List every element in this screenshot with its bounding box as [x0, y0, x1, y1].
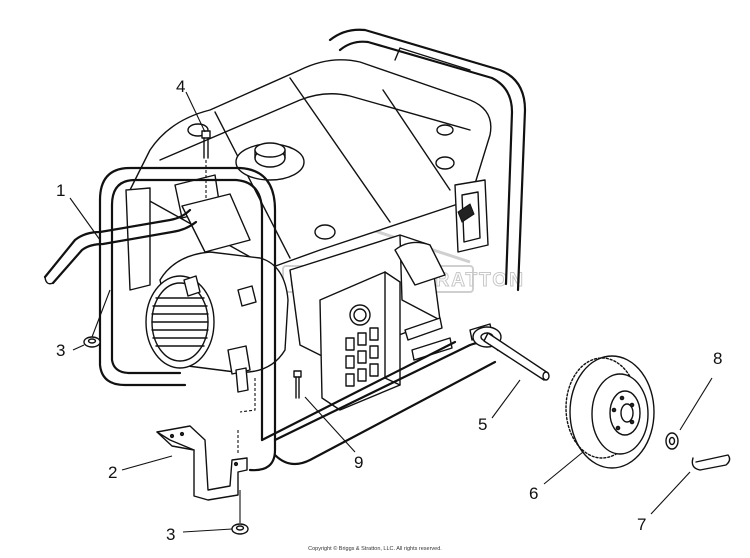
fuel-cap — [235, 142, 305, 181]
nut-part-3-lower — [231, 490, 249, 535]
bolt-part-4 — [201, 130, 211, 198]
callout-5: 5 — [478, 415, 487, 434]
callout-3-upper: 3 — [56, 341, 65, 360]
callout-labels: 1 2 3 3 4 5 6 7 8 9 — [56, 77, 722, 544]
callout-8: 8 — [713, 349, 722, 368]
callout-2: 2 — [108, 463, 117, 482]
callout-4: 4 — [176, 77, 185, 96]
callout-1: 1 — [56, 181, 65, 200]
frame-rear — [328, 28, 527, 292]
bolt-part-9 — [293, 370, 302, 399]
vent-slots — [345, 327, 379, 387]
handle — [43, 208, 198, 285]
nut-part-3-upper — [83, 289, 111, 348]
leader-lines — [69, 91, 713, 533]
hairpin-part-7 — [691, 454, 731, 471]
alternator-grille — [151, 297, 209, 347]
axle-part-5 — [483, 332, 550, 381]
copyright-notice: Copyright © Briggs & Stratton, LLC. All … — [308, 546, 442, 552]
wheel-part-6 — [565, 355, 655, 469]
callout-7: 7 — [637, 515, 646, 534]
control-panel — [454, 179, 489, 253]
callout-6: 6 — [529, 484, 538, 503]
top-bracket — [174, 174, 251, 253]
washer-part-8 — [665, 432, 679, 450]
callout-3-lower: 3 — [166, 525, 175, 544]
alternator — [145, 251, 289, 393]
callout-9: 9 — [354, 453, 363, 472]
bracket-part-2 — [156, 378, 256, 501]
